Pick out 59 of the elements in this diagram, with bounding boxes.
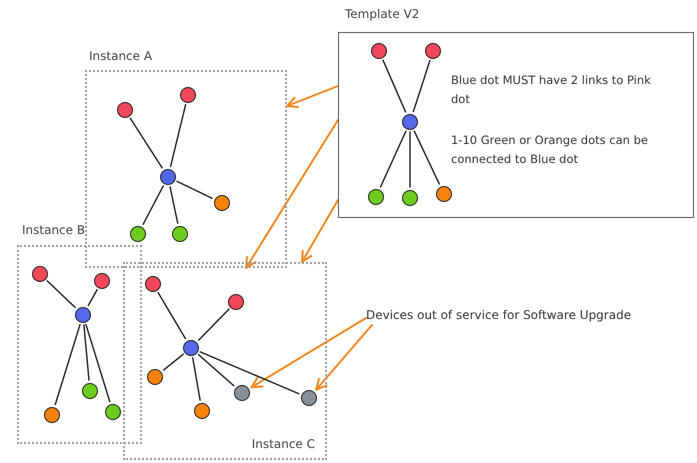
arrow	[250, 317, 367, 388]
device-dot	[301, 390, 317, 406]
link-line	[192, 357, 201, 401]
link-line	[85, 324, 110, 402]
link-line	[162, 354, 184, 371]
device-dot	[32, 266, 48, 282]
link-line	[200, 351, 300, 394]
link-line	[130, 118, 163, 168]
panel-title: Instance C	[252, 436, 315, 452]
device-dot	[214, 195, 230, 211]
link-line	[176, 180, 213, 199]
link-line	[414, 130, 440, 185]
link-line	[46, 280, 76, 308]
arrow	[286, 85, 339, 108]
link-line	[380, 130, 407, 188]
device-dot	[147, 369, 163, 385]
instance-frame	[123, 262, 327, 460]
device-dot	[368, 188, 384, 204]
device-dot	[105, 404, 121, 420]
panel-title: Instance A	[89, 48, 152, 64]
device-dot	[180, 87, 196, 103]
device-dot	[228, 294, 244, 310]
link-line	[170, 104, 186, 168]
device-dot	[145, 276, 161, 292]
link-line	[382, 59, 406, 113]
arrow	[245, 119, 339, 269]
annotation-text: Devices out of service for Software Upgrade	[366, 305, 697, 325]
link-line	[169, 186, 178, 224]
device-dot	[160, 169, 176, 185]
link-line	[412, 60, 431, 112]
device-dot	[44, 407, 60, 423]
device-dot	[436, 186, 452, 202]
device-dot	[130, 226, 146, 242]
link-line	[157, 292, 186, 340]
device-dot	[424, 42, 440, 58]
arrow	[301, 199, 339, 263]
device-dot	[117, 102, 133, 118]
link-line	[54, 324, 81, 406]
link-line	[198, 354, 234, 386]
note-text: 1-10 Green or Orange dots can be connected to Blue dot	[451, 132, 649, 168]
arrow	[315, 324, 373, 391]
device-dot	[183, 340, 199, 356]
device-dot	[402, 190, 418, 206]
note-text: Blue dot MUST have 2 links to Pink dot	[451, 72, 651, 108]
device-dot	[234, 385, 250, 401]
device-dot	[194, 403, 210, 419]
panel-title: Template V2	[345, 6, 420, 22]
device-dot	[75, 307, 91, 323]
link-line	[83, 324, 90, 381]
device-dot	[370, 42, 386, 58]
device-dot	[82, 383, 98, 399]
device-dot	[402, 114, 418, 130]
link-line	[142, 185, 164, 225]
link-line	[88, 289, 98, 306]
device-dot	[172, 226, 188, 242]
link-line	[409, 131, 411, 188]
link-line	[198, 308, 230, 341]
panel-title: Instance B	[22, 222, 86, 238]
device-dot	[94, 273, 110, 289]
